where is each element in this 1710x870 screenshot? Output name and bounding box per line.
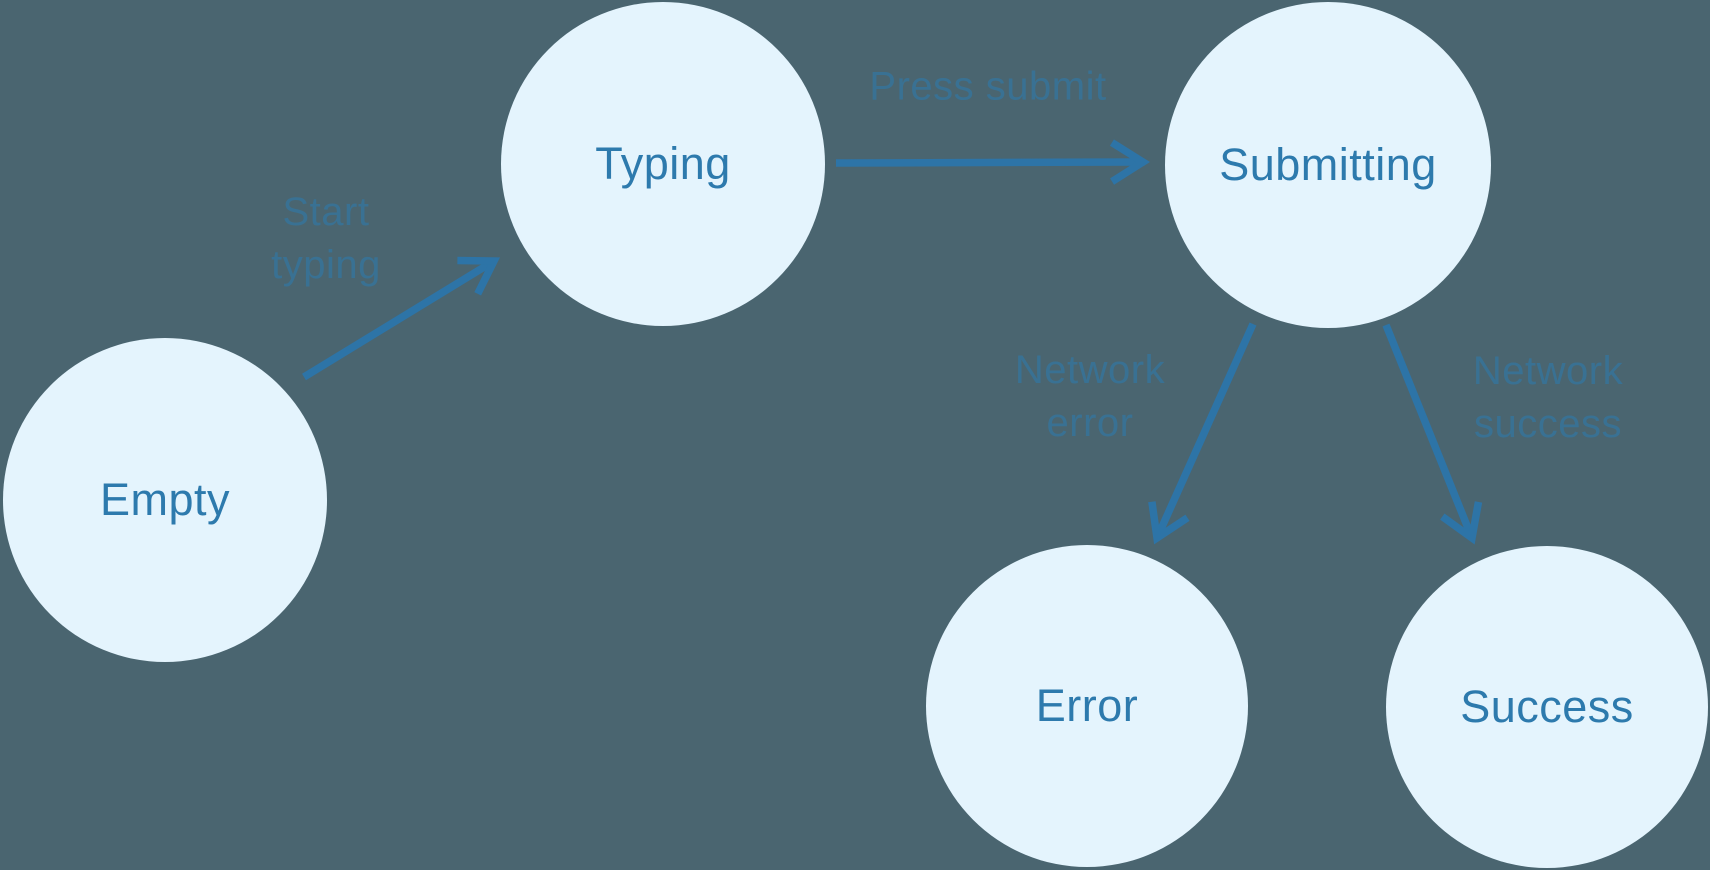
edge-arrow-network-error[interactable] <box>1148 322 1257 545</box>
edge-label-line: Network <box>1014 348 1166 393</box>
state-label-submitting: Submitting <box>1219 139 1437 190</box>
state-node-empty[interactable]: Empty <box>3 338 327 662</box>
edge-label-line: success <box>1473 402 1622 446</box>
edge-label-start-typing: Start typing <box>271 186 381 292</box>
state-label-empty: Empty <box>99 474 231 525</box>
state-node-typing[interactable]: Typing <box>501 2 825 326</box>
edge-label-line: Network <box>1472 349 1624 394</box>
edge-label-network-success: Network success <box>1473 345 1623 451</box>
edge-label-line: Start <box>282 190 370 235</box>
state-node-error[interactable]: Error <box>926 545 1248 867</box>
edge-label-network-error: Network error <box>1015 344 1165 450</box>
edge-arrow-start-typing[interactable] <box>302 256 501 381</box>
edge-label-line: Press submit <box>869 64 1107 109</box>
edge-label-press-submit: Press submit <box>869 61 1106 114</box>
edge-label-line: error <box>1046 401 1134 445</box>
edge-arrow-network-success[interactable] <box>1382 323 1483 545</box>
state-node-submitting[interactable]: Submitting <box>1165 2 1491 328</box>
edge-label-line: typing <box>271 243 381 287</box>
state-label-error: Error <box>1035 680 1139 731</box>
state-label-typing: Typing <box>595 138 731 189</box>
state-label-success: Success <box>1460 681 1634 732</box>
state-node-success[interactable]: Success <box>1386 546 1708 868</box>
edge-arrow-press-submit[interactable] <box>835 139 1151 185</box>
